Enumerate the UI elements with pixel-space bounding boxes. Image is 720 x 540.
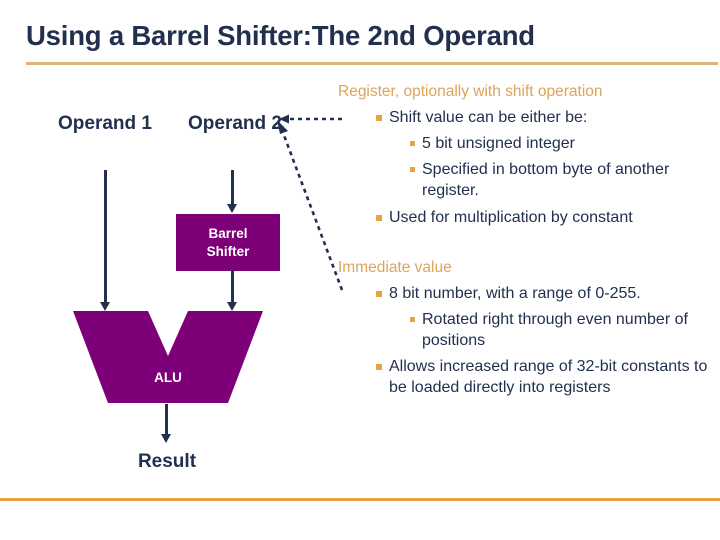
barrel-shifter-label-line1: Barrel [208, 226, 248, 242]
barrel-shifter-label-line2: Shifter [206, 243, 250, 259]
bullet-square-icon [410, 316, 415, 322]
list-item: 5 bit unsigned integer [410, 133, 720, 154]
bullet-square-icon [376, 364, 382, 371]
operand-1-label: Operand 1 [58, 113, 152, 134]
list-item: Rotated right through even number of pos… [410, 309, 720, 351]
list-item: 8 bit number, with a range of 0-255. [376, 283, 720, 304]
operand-2-label: Operand 2 [188, 113, 282, 134]
result-arrowhead-icon [161, 434, 171, 443]
list-item: Used for multiplication by constant [376, 207, 720, 228]
list-item-label: Used for multiplication by constant [389, 208, 633, 226]
bullet-square-icon [410, 167, 415, 173]
bullet-square-icon [376, 115, 382, 122]
barrel-shifter-block: Barrel Shifter [176, 214, 280, 271]
operand-2-arrowhead-icon [227, 204, 237, 213]
bullet-square-icon [410, 141, 415, 147]
immediate-to-operand2-connector-icon [277, 120, 344, 291]
list-item-label: Specified in bottom byte of another regi… [422, 161, 670, 200]
list-item: Specified in bottom byte of another regi… [410, 159, 720, 201]
list-item-label: 5 bit unsigned integer [422, 135, 575, 153]
footer-divider [0, 498, 720, 501]
right-text-column: Register, optionally with shift operatio… [338, 82, 720, 398]
page-title: Using a Barrel Shifter:The 2nd Operand [26, 20, 535, 51]
bullet-square-icon [376, 290, 382, 297]
list-item-label: 8 bit number, with a range of 0-255. [389, 284, 641, 302]
list-item: Allows increased range of 32-bit constan… [376, 356, 720, 398]
title-divider [26, 62, 718, 65]
list-item-label: Allows increased range of 32-bit constan… [389, 358, 708, 397]
register-section-heading: Register, optionally with shift operatio… [338, 83, 603, 100]
register-section: Register, optionally with shift operatio… [338, 82, 720, 228]
immediate-section: Immediate value 8 bit number, with a ran… [338, 258, 720, 399]
immediate-section-heading: Immediate value [338, 258, 452, 276]
list-item-label: Rotated right through even number of pos… [422, 310, 688, 350]
barrel-shifter-output-arrowhead-icon [227, 302, 237, 311]
result-wire [165, 404, 168, 436]
operand-1-wire [104, 170, 107, 304]
operand-1-arrowhead-icon [100, 302, 110, 311]
result-label: Result [137, 451, 197, 472]
alu-trapezoid-shape [73, 311, 263, 403]
register-to-operand2-connector-icon [279, 114, 342, 124]
list-item: Shift value can be either be: [376, 107, 720, 128]
operand-2-wire [231, 170, 234, 206]
alu-block: ALU [70, 308, 266, 406]
list-item-label: Shift value can be either be: [389, 109, 588, 127]
barrel-shifter-output-wire [231, 270, 234, 304]
bullet-square-icon [376, 214, 382, 221]
